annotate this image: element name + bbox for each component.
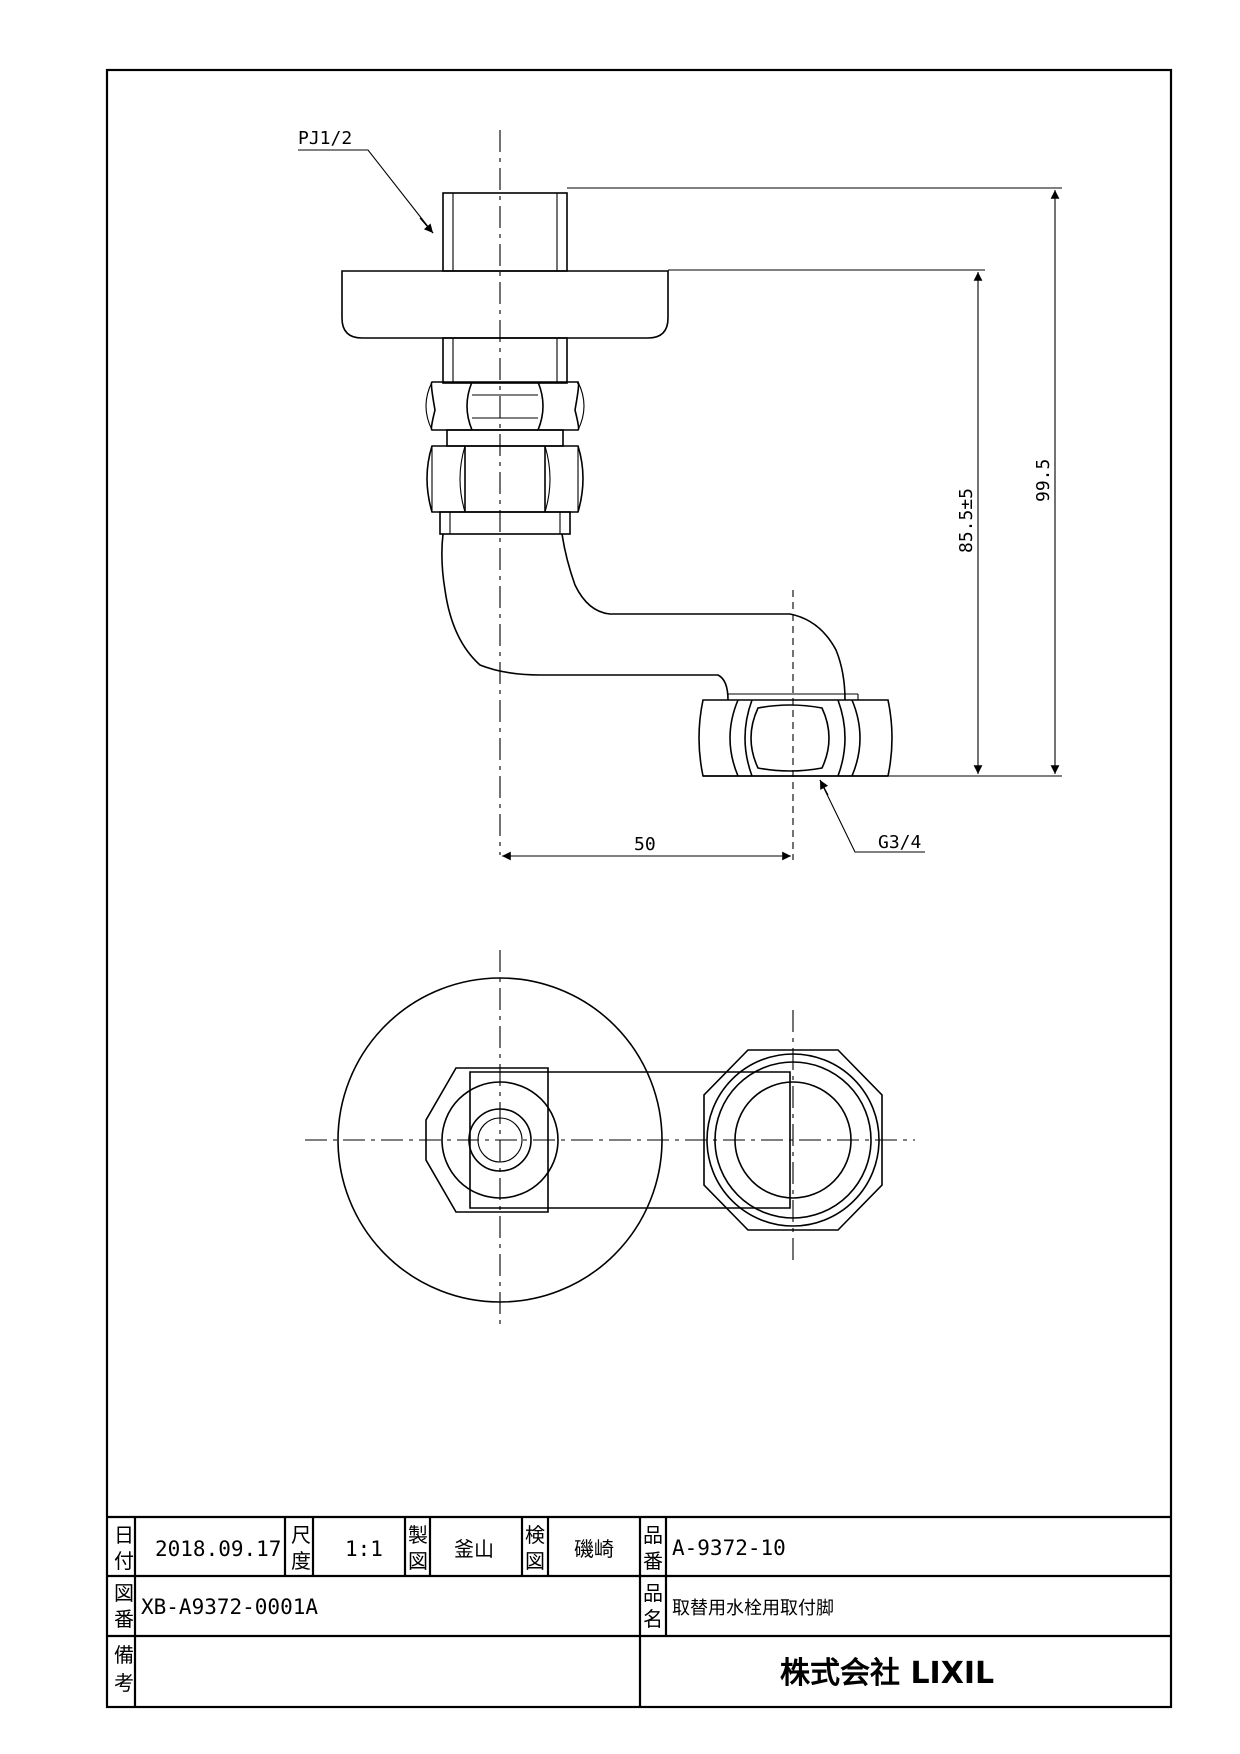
top-thread-spigot	[442, 192, 568, 272]
drawing-frame	[105, 68, 1173, 1709]
drawn-label: 製	[408, 1523, 428, 1547]
checked-label: 検	[525, 1523, 545, 1547]
neck	[442, 337, 568, 384]
drawn-by-value: 釜山	[454, 1537, 494, 1561]
company-name: 株式会社 LIXIL	[780, 1656, 994, 1691]
part-no-label: 品	[643, 1523, 663, 1547]
scale-label: 尺	[291, 1523, 311, 1547]
leader-bottom-thread	[819, 779, 925, 853]
front-view: PJ1/2 G3/4 50 85.5±5 99.5	[298, 128, 1062, 861]
part-name-label: 品	[643, 1581, 663, 1605]
dim-horizontal-label: 50	[634, 834, 656, 855]
date-label: 日	[114, 1523, 134, 1547]
title-block: 日 付 2018.09.17 尺 度 1:1 製 図 釜山 検 図 磯崎 品 番…	[107, 1515, 1171, 1707]
part-name-value: 取替用水栓用取付脚	[672, 1598, 834, 1619]
drawing-no-label: 図	[114, 1581, 134, 1605]
inlet-hex	[425, 1067, 549, 1213]
dim-vertical-inner-label: 85.5±5	[956, 488, 977, 553]
offset-pipe-body	[441, 533, 846, 701]
scale-value: 1:1	[345, 1537, 383, 1561]
checked-label-2: 図	[525, 1549, 545, 1573]
remarks-label: 備	[114, 1643, 134, 1667]
dim-vertical-outer-label: 99.5	[1033, 459, 1054, 502]
part-no-label-2: 番	[643, 1549, 663, 1573]
top-view	[305, 950, 915, 1330]
date-value: 2018.09.17	[155, 1537, 281, 1561]
remarks-label-2: 考	[114, 1671, 134, 1695]
part-name-label-2: 名	[643, 1607, 663, 1631]
thread-bottom-label: G3/4	[878, 832, 921, 853]
bottom-union-nut	[698, 699, 893, 777]
drawn-label-2: 図	[408, 1549, 428, 1573]
part-no-value: A-9372-10	[672, 1536, 786, 1560]
outlet-hex-nut	[703, 1049, 883, 1231]
drawing-no-value: XB-A9372-0001A	[141, 1595, 318, 1619]
scale-label-2: 度	[291, 1549, 311, 1573]
flange	[341, 270, 669, 339]
arm-body	[469, 1071, 791, 1209]
small-hex-nut	[430, 381, 580, 431]
drawing-no-label-2: 番	[114, 1607, 134, 1631]
large-hex-nut	[426, 445, 584, 513]
thread-top-label: PJ1/2	[298, 128, 352, 149]
date-label-2: 付	[114, 1549, 134, 1573]
checked-by-value: 磯崎	[574, 1537, 614, 1561]
leader-top-thread	[298, 149, 434, 234]
